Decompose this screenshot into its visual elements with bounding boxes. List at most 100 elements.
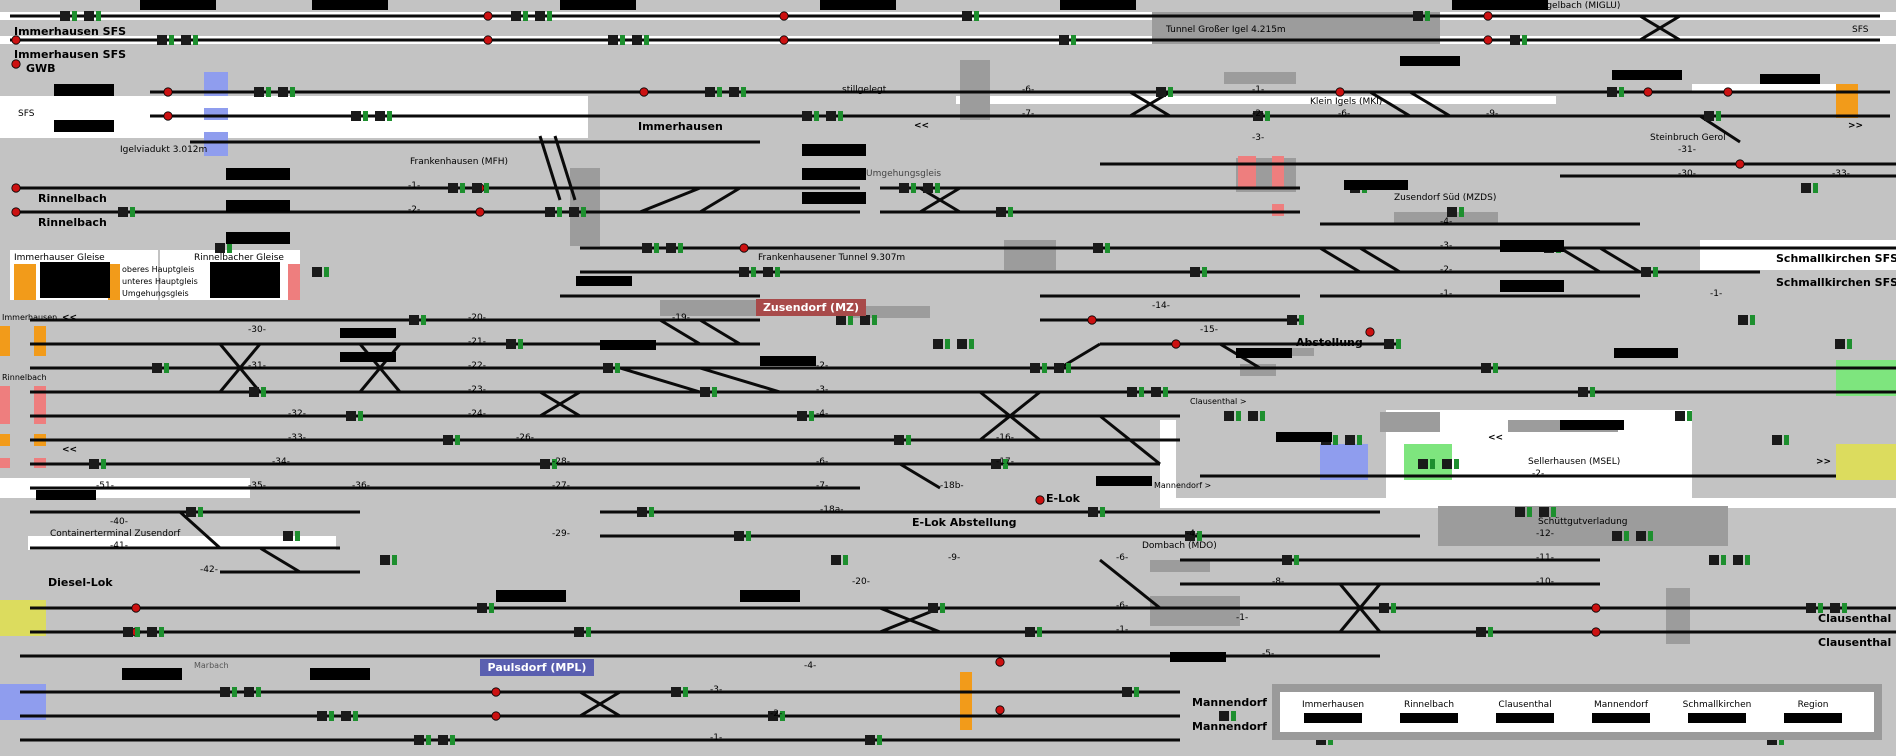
switch-icon[interactable] <box>1253 111 1263 121</box>
switch-icon[interactable] <box>254 87 264 97</box>
signal-icon[interactable] <box>1483 35 1493 45</box>
switch-icon[interactable] <box>574 627 584 637</box>
switch-icon[interactable] <box>181 35 191 45</box>
switch-icon[interactable] <box>637 507 647 517</box>
switch-icon[interactable] <box>991 459 1001 469</box>
route-display[interactable] <box>1500 280 1564 292</box>
switch-icon[interactable] <box>933 339 943 349</box>
switch-icon[interactable] <box>1248 411 1258 421</box>
route-display[interactable] <box>1170 652 1226 662</box>
switch-icon[interactable] <box>797 411 807 421</box>
switch-icon[interactable] <box>865 735 875 745</box>
switch-icon[interactable] <box>1835 339 1845 349</box>
legend-item-region[interactable]: Region <box>1768 700 1858 723</box>
signal-icon[interactable] <box>483 35 493 45</box>
switch-icon[interactable] <box>443 435 453 445</box>
signal-icon[interactable] <box>1591 627 1601 637</box>
switch-icon[interactable] <box>1442 459 1452 469</box>
route-display[interactable] <box>820 0 896 10</box>
signal-icon[interactable] <box>1171 339 1181 349</box>
switch-icon[interactable] <box>535 11 545 21</box>
switch-icon[interactable] <box>1709 555 1719 565</box>
route-display[interactable] <box>226 232 290 244</box>
switch-icon[interactable] <box>705 87 715 97</box>
switch-icon[interactable] <box>1641 267 1651 277</box>
switch-icon[interactable] <box>1830 603 1840 613</box>
signal-icon[interactable] <box>1035 495 1045 505</box>
nav-back-button-2[interactable]: << <box>62 313 78 323</box>
signal-icon[interactable] <box>11 207 21 217</box>
switch-icon[interactable] <box>671 687 681 697</box>
nav-back-button-4[interactable]: << <box>1488 433 1504 443</box>
switch-icon[interactable] <box>957 339 967 349</box>
switch-icon[interactable] <box>1224 411 1234 421</box>
switch-icon[interactable] <box>545 207 555 217</box>
signal-icon[interactable] <box>1335 87 1345 97</box>
route-display[interactable] <box>226 168 290 180</box>
signal-icon[interactable] <box>995 705 1005 715</box>
switch-icon[interactable] <box>666 243 676 253</box>
route-display[interactable] <box>1236 348 1292 358</box>
switch-icon[interactable] <box>729 87 739 97</box>
switch-icon[interactable] <box>244 687 254 697</box>
switch-icon[interactable] <box>1733 555 1743 565</box>
switch-icon[interactable] <box>448 183 458 193</box>
signal-icon[interactable] <box>1483 11 1493 21</box>
switch-icon[interactable] <box>1190 267 1200 277</box>
route-display[interactable] <box>802 192 866 204</box>
route-display[interactable] <box>560 0 636 10</box>
route-display[interactable] <box>1096 476 1152 486</box>
switch-icon[interactable] <box>84 11 94 21</box>
switch-icon[interactable] <box>1704 111 1714 121</box>
switch-icon[interactable] <box>899 183 909 193</box>
switch-icon[interactable] <box>734 531 744 541</box>
switch-icon[interactable] <box>118 207 128 217</box>
signal-icon[interactable] <box>1643 87 1653 97</box>
switch-icon[interactable] <box>1025 627 1035 637</box>
switch-icon[interactable] <box>768 711 778 721</box>
signal-icon[interactable] <box>483 11 493 21</box>
signal-icon[interactable] <box>1591 603 1601 613</box>
switch-icon[interactable] <box>1578 387 1588 397</box>
switch-icon[interactable] <box>317 711 327 721</box>
route-display[interactable] <box>122 668 182 680</box>
route-display[interactable] <box>226 200 290 212</box>
route-display[interactable] <box>36 490 96 500</box>
switch-icon[interactable] <box>186 507 196 517</box>
signal-icon[interactable] <box>1365 327 1375 337</box>
switch-icon[interactable] <box>802 111 812 121</box>
route-display[interactable] <box>140 0 216 10</box>
route-display[interactable] <box>1060 0 1136 10</box>
route-display[interactable] <box>1560 420 1624 430</box>
switch-icon[interactable] <box>739 267 749 277</box>
route-display[interactable] <box>1276 432 1332 442</box>
switch-icon[interactable] <box>1345 435 1355 445</box>
signal-icon[interactable] <box>491 711 501 721</box>
switch-icon[interactable] <box>540 459 550 469</box>
switch-icon[interactable] <box>700 387 710 397</box>
switch-icon[interactable] <box>312 267 322 277</box>
signal-icon[interactable] <box>1087 315 1097 325</box>
switch-icon[interactable] <box>1675 411 1685 421</box>
nav-forward-button-1[interactable]: >> <box>1848 121 1864 131</box>
route-display[interactable] <box>1500 240 1564 252</box>
signal-icon[interactable] <box>779 11 789 21</box>
switch-icon[interactable] <box>1122 687 1132 697</box>
switch-icon[interactable] <box>608 35 618 45</box>
route-display[interactable] <box>496 590 566 602</box>
legend-item-schmalkirchen[interactable]: Schmallkirchen <box>1672 700 1762 723</box>
switch-icon[interactable] <box>569 207 579 217</box>
switch-icon[interactable] <box>1801 183 1811 193</box>
switch-icon[interactable] <box>283 531 293 541</box>
switch-icon[interactable] <box>375 111 385 121</box>
switch-icon[interactable] <box>249 387 259 397</box>
switch-icon[interactable] <box>1287 315 1297 325</box>
switch-icon[interactable] <box>215 243 225 253</box>
switch-icon[interactable] <box>1481 363 1491 373</box>
route-display[interactable] <box>576 276 632 286</box>
switch-icon[interactable] <box>1151 387 1161 397</box>
switch-icon[interactable] <box>438 735 448 745</box>
switch-icon[interactable] <box>860 315 870 325</box>
switch-icon[interactable] <box>1539 507 1549 517</box>
signal-icon[interactable] <box>1735 159 1745 169</box>
